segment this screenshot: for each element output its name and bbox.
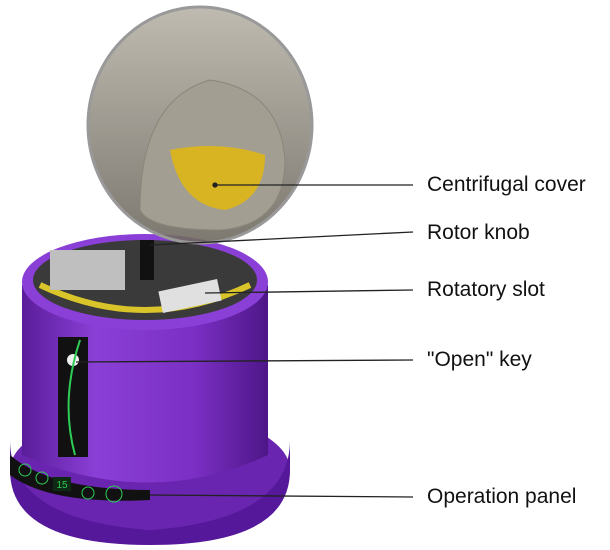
rotatory-slot: [158, 279, 222, 313]
label-open-key: "Open" key: [427, 348, 532, 371]
label-centrifugal-cover: Centrifugal cover: [427, 173, 586, 196]
rotor-knob: [140, 240, 154, 280]
leader-lines: [75, 182, 414, 498]
open-key-strip: [58, 337, 88, 457]
device-body: [22, 234, 268, 483]
yellow-window: [170, 146, 265, 210]
label-operation-panel: Operation panel: [427, 485, 577, 508]
rotatory-slot-left: [50, 250, 125, 290]
operation-panel: 15: [10, 455, 150, 503]
label-rotor-knob: Rotor knob: [427, 221, 530, 244]
centrifugal-cover: [86, 5, 314, 245]
panel-display: 15: [56, 480, 68, 491]
label-rotatory-slot: Rotatory slot: [427, 278, 545, 301]
yellow-rim: [38, 282, 252, 313]
